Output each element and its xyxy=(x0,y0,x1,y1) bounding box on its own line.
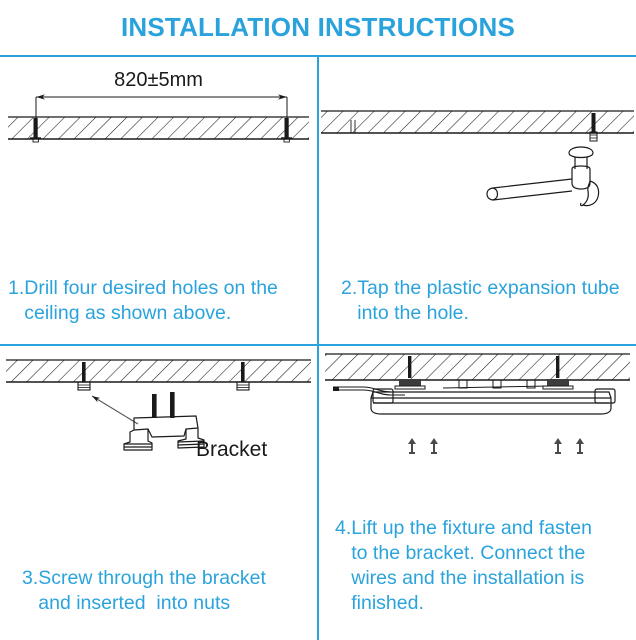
step-3-caption: 3.Screw through the bracket and inserted… xyxy=(22,567,266,614)
step-panel-3: Bracket xyxy=(0,346,317,640)
bracket-annotation-label: Bracket xyxy=(196,438,268,461)
step-2-illustration xyxy=(321,110,634,207)
step-1-illustration xyxy=(8,94,309,143)
step-4-illustration xyxy=(325,353,630,454)
page-header: INSTALLATION INSTRUCTIONS xyxy=(0,0,636,55)
step-2-caption: 2.Tap the plastic expansion tube into th… xyxy=(341,277,620,324)
step-1-caption: 1.Drill four desired holes on the ceilin… xyxy=(8,277,278,324)
step-panel-2 xyxy=(319,57,636,344)
step-3-illustration xyxy=(6,359,311,451)
step-4-caption: 4.Lift up the fixture and fasten to the … xyxy=(335,517,592,614)
step-panel-4 xyxy=(319,346,636,640)
page-title: INSTALLATION INSTRUCTIONS xyxy=(120,12,515,42)
divider-vertical xyxy=(317,55,319,640)
step-panel-1: 820±5mm xyxy=(0,57,317,344)
dimension-label-820mm: 820±5mm xyxy=(114,69,203,91)
